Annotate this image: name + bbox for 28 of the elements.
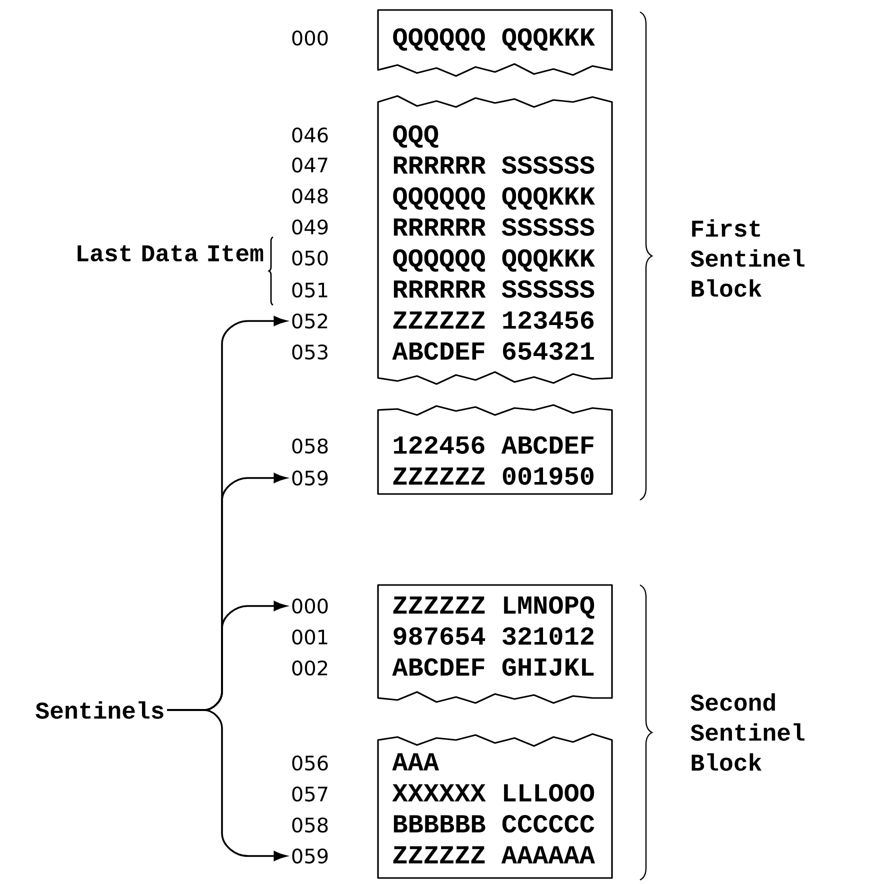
row-number: 059 bbox=[292, 848, 328, 864]
arrow bbox=[167, 709, 287, 861]
paper-strip: QQQQQQ QQQKKK bbox=[377, 9, 613, 77]
row-number: 058 bbox=[292, 817, 328, 833]
row-number: 057 bbox=[292, 786, 328, 802]
row-number: 059 bbox=[292, 470, 328, 486]
row-number: 050 bbox=[292, 250, 328, 266]
row-number: 047 bbox=[292, 157, 328, 173]
row-number: 000 bbox=[292, 30, 328, 46]
row-number: 058 bbox=[292, 438, 328, 454]
paper-strip: 122456 ABCDEF ZZZZZZ 001950 bbox=[377, 404, 613, 495]
paper-strip: AAA XXXXXX LLLOOO BBBBBB CCCCCC ZZZZZZ AAAAAA bbox=[377, 733, 613, 879]
row-number: 046 bbox=[292, 127, 328, 143]
row-number: 048 bbox=[292, 188, 328, 204]
callout-text: Sentinels bbox=[36, 701, 164, 719]
row-number: 000 bbox=[292, 598, 328, 614]
callout-text: Second Sentinel Block bbox=[690, 693, 804, 771]
callout-text: First Sentinel Block bbox=[690, 219, 804, 297]
row-number: 001 bbox=[292, 629, 328, 645]
callout-text: Last Data Item bbox=[78, 245, 264, 262]
row-number: 053 bbox=[292, 344, 328, 360]
row-number: 051 bbox=[292, 282, 328, 298]
row-number: 052 bbox=[292, 313, 328, 329]
row-number: 002 bbox=[292, 660, 328, 676]
paper-strip: ZZZZZZ LMNOPQ 987654 321012 ABCDEF GHIJKL bbox=[377, 584, 613, 704]
row-number: 049 bbox=[292, 219, 328, 235]
row-number: 056 bbox=[292, 755, 328, 771]
paper-strip: QQQ RRRRRR SSSSSS QQQQQQ QQQKKK RRRRRR SSSSSS QQQQQQ QQQKKK RRRRRR SSSSSS ZZZZZZ 123456 ABCDEF 654321 bbox=[377, 95, 613, 385]
